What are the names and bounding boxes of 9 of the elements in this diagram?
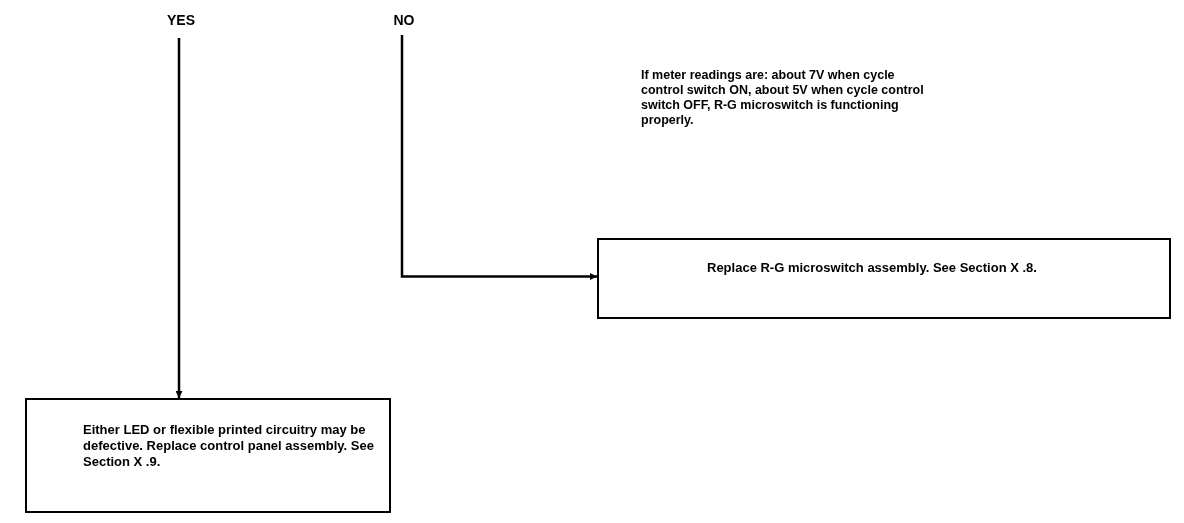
action-box — [597, 238, 1171, 319]
action-text: Either LED or flexible printed circuitry may be defective. Replace control panel assembly. See Section X .9. — [83, 422, 375, 470]
arrow — [175, 38, 183, 398]
branch-label: YES — [160, 8, 202, 32]
note-text: If meter readings are: about 7V when cycle control switch ON, about 5V when cycle control switch OFF, R-G microswitch is functioning properly. — [641, 68, 925, 128]
action-text: Replace R-G microswitch assembly. See Section X .8. — [707, 260, 1038, 276]
action-box — [25, 398, 391, 513]
arrow — [400, 35, 597, 280]
branch-label: NO — [386, 8, 422, 32]
